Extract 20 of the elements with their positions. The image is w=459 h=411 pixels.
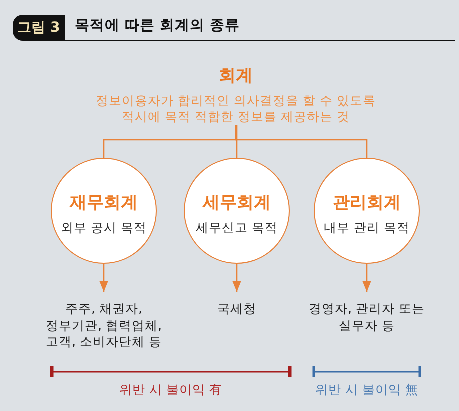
node-title: 회계 [219,65,253,87]
node-label: 주주, 채권자, 정부기관, 협력업체, 고객, 소비자단체 등 [44,292,164,350]
node-description: 정보이용자가 합리적인 의사결정을 할 수 있도록 적시에 목적 적합한 정보를 제공하는 것 [95,93,377,125]
node-title: 관리회계 [333,192,401,214]
arrow [232,264,242,292]
node-subtitle: 세무신고 목적 [196,220,278,236]
arrow [100,264,108,292]
range-label: 위반 시 불이익 無 [314,381,420,399]
node-label: 국세청 [197,292,277,318]
connector-line [235,125,368,158]
figure-number: 그림 3 [13,15,65,41]
node-title: 재무회계 [70,192,138,214]
node-label: 경영자, 관리자 또는 실무자 등 [307,292,427,334]
node-title: 세무회계 [203,192,271,214]
diagram-title: 목적에 따른 회계의 종류 [75,17,240,35]
node-subtitle: 내부 관리 목적 [324,220,410,236]
node-subtitle: 외부 공시 목적 [61,220,147,236]
range-label: 위반 시 불이익 有 [118,381,224,399]
arrow [362,264,372,292]
connector-line [236,125,238,158]
